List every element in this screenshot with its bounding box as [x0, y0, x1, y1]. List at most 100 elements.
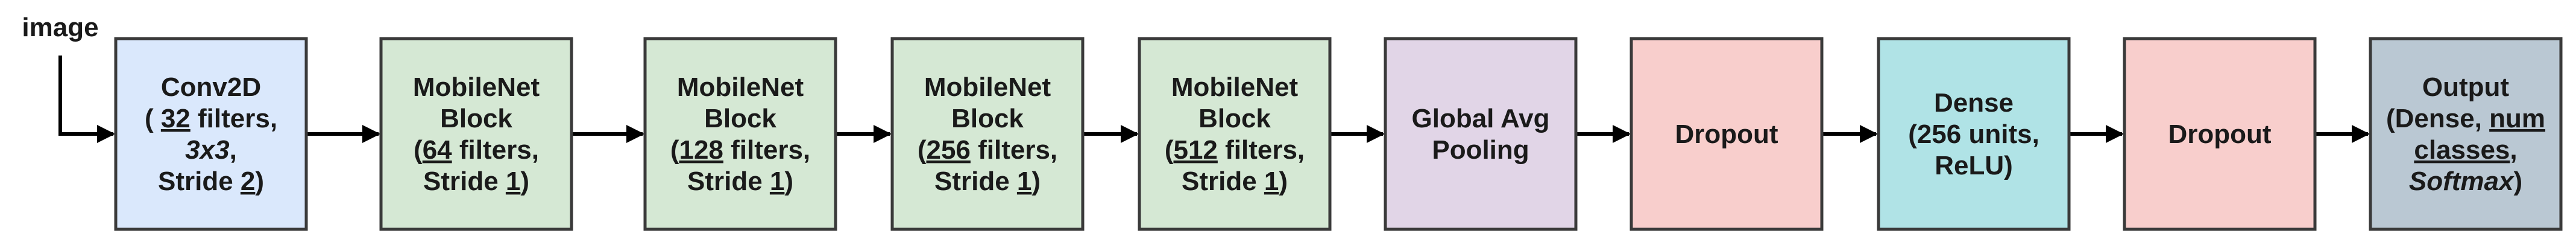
label-segment: Block	[1198, 104, 1271, 133]
label-segment: Output	[2422, 72, 2510, 102]
label-segment: Dropout	[1675, 119, 1778, 149]
node-label-line: Dense	[1934, 88, 2014, 118]
label-segment: filters,	[452, 135, 539, 165]
label-segment: Stride	[934, 167, 1017, 196]
label-segment: (	[1165, 135, 1174, 165]
label-segment: (	[145, 104, 161, 133]
label-segment: 1	[770, 167, 784, 196]
node-dropout-2: Dropout	[2123, 37, 2317, 231]
label-segment: Global Avg	[1412, 104, 1550, 133]
node-label-line: classes,	[2414, 135, 2517, 165]
label-segment: MobileNet	[924, 72, 1051, 102]
label-segment: (Dense,	[2386, 104, 2489, 133]
label-segment: Softmax	[2409, 167, 2515, 196]
node-label-line: Block	[951, 104, 1024, 133]
label-segment: 64	[423, 135, 452, 165]
node-label-line: Global Avg	[1412, 104, 1550, 133]
node-label-line: Block	[440, 104, 512, 133]
node-label-line: Stride 2)	[158, 167, 264, 196]
label-segment: 512	[1173, 135, 1217, 165]
label-segment: (256 units,	[1908, 119, 2039, 149]
label-segment: 128	[679, 135, 723, 165]
node-box	[114, 37, 308, 231]
label-segment: 1	[506, 167, 520, 196]
node-box	[2123, 37, 2317, 231]
label-segment: classes	[2414, 135, 2510, 165]
node-label-line: Dropout	[2168, 119, 2271, 149]
node-label-line: (256 filters,	[918, 135, 1057, 165]
node-box	[1877, 37, 2071, 231]
label-segment: (	[414, 135, 423, 165]
label-segment: filters,	[1218, 135, 1305, 165]
label-segment: Stride	[687, 167, 770, 196]
node-box	[1630, 37, 1824, 231]
node-label-line: 3x3,	[185, 135, 237, 165]
node-box	[1138, 37, 1332, 231]
label-segment: (	[918, 135, 927, 165]
node-label-line: Pooling	[1432, 135, 1529, 165]
node-conv2d: Conv2D( 32 filters,3x3,Stride 2)	[114, 37, 308, 231]
label-segment: MobileNet	[413, 72, 540, 102]
label-segment: 1	[1017, 167, 1031, 196]
node-label-line: MobileNet	[413, 72, 540, 102]
node-label-line: Stride 1)	[423, 167, 529, 196]
node-label-line: ReLU)	[1935, 151, 2013, 180]
label-segment: Stride	[423, 167, 506, 196]
label-segment: Dropout	[2168, 119, 2271, 149]
node-label-line: Stride 1)	[687, 167, 793, 196]
label-segment: )	[1279, 167, 1288, 196]
node-label-line: ( 32 filters,	[145, 104, 277, 133]
node-box	[643, 37, 837, 231]
label-segment: MobileNet	[1171, 72, 1299, 102]
label-segment: )	[255, 167, 264, 196]
label-segment: Stride	[1182, 167, 1264, 196]
node-label-line: Conv2D	[161, 72, 261, 102]
label-segment: 256	[926, 135, 970, 165]
node-label-line: (Dense, num	[2386, 104, 2545, 133]
label-segment: )	[1031, 167, 1041, 196]
node-label-line: MobileNet	[924, 72, 1051, 102]
node-label-line: Stride 1)	[934, 167, 1041, 196]
label-segment: ReLU)	[1935, 151, 2013, 180]
label-segment: 3x3	[185, 135, 229, 165]
node-label-line: (512 filters,	[1165, 135, 1305, 165]
node-dense-256: Dense(256 units,ReLU)	[1877, 37, 2071, 231]
label-segment: )	[2513, 167, 2522, 196]
node-box	[379, 37, 573, 231]
node-label-line: MobileNet	[1171, 72, 1299, 102]
label-segment: filters,	[191, 104, 277, 133]
label-segment: ,	[2510, 135, 2517, 165]
label-segment: )	[520, 167, 529, 196]
label-segment: MobileNet	[677, 72, 804, 102]
label-segment: Block	[704, 104, 776, 133]
label-segment: filters,	[971, 135, 1057, 165]
node-label-line: MobileNet	[677, 72, 804, 102]
label-segment: 32	[161, 104, 191, 133]
node-label-line: Dropout	[1675, 119, 1778, 149]
node-label-line: Stride 1)	[1182, 167, 1288, 196]
node-label-line: Block	[704, 104, 776, 133]
label-segment: Conv2D	[161, 72, 261, 102]
node-box	[2369, 37, 2563, 231]
label-segment: Dense	[1934, 88, 2014, 118]
label-segment: (	[670, 135, 679, 165]
node-label-line: (256 units,	[1908, 119, 2039, 149]
node-label-line: Output	[2422, 72, 2510, 102]
label-segment: 2	[241, 167, 255, 196]
input-arrow	[58, 56, 115, 143]
label-segment: Stride	[158, 167, 241, 196]
label-segment: Pooling	[1432, 135, 1529, 165]
label-segment: 1	[1264, 167, 1279, 196]
label-segment: ,	[230, 135, 237, 165]
node-label-line: Softmax)	[2409, 167, 2522, 196]
label-segment: )	[784, 167, 793, 196]
label-segment: num	[2489, 104, 2545, 133]
node-label-line: (64 filters,	[414, 135, 539, 165]
node-box	[1384, 37, 1578, 231]
node-box	[890, 37, 1085, 231]
